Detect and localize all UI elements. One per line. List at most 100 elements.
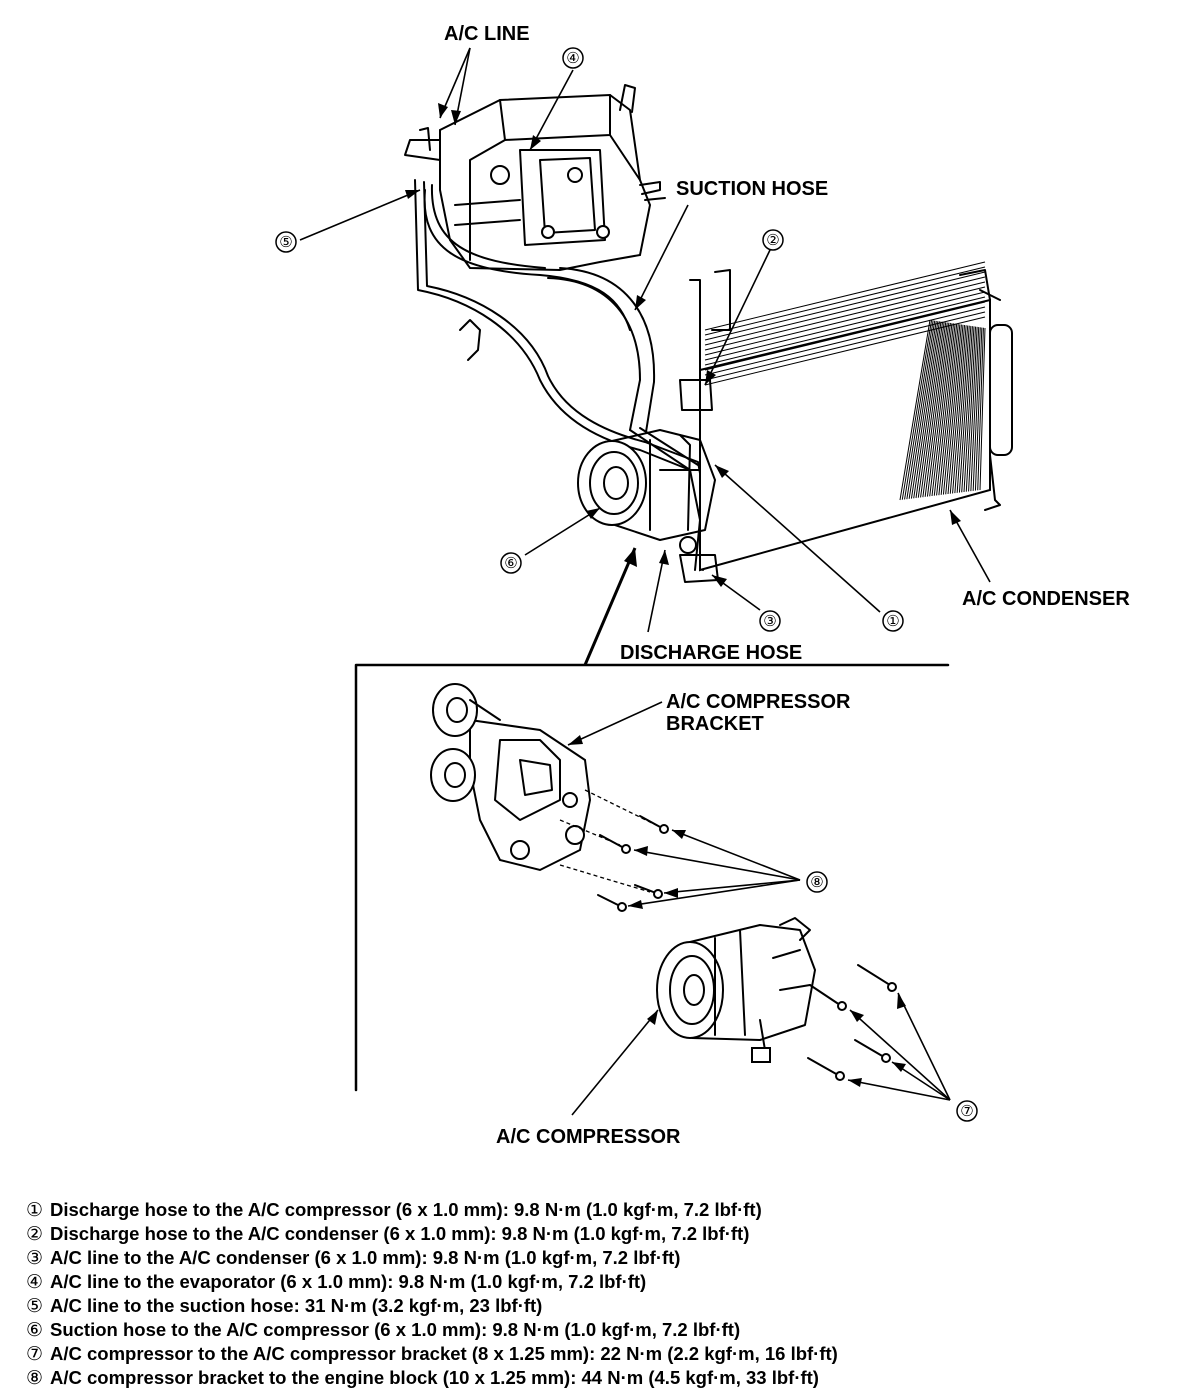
condenser-fin-line	[931, 323, 953, 497]
condenser-fin-line	[949, 324, 966, 494]
condenser-fin-line	[942, 324, 961, 495]
legend-marker: ⑤	[26, 1295, 44, 1317]
svg-text:⑤: ⑤	[279, 233, 292, 251]
ac-compressor-label: A/C COMPRESSOR	[496, 1126, 681, 1148]
condenser-fin-line	[910, 321, 939, 499]
legend-item: ② Discharge hose to the A/C condenser (6 …	[26, 1222, 1166, 1246]
condenser-fin-line	[972, 327, 981, 491]
condenser-tube-line	[704, 301, 986, 371]
condenser-fin-line	[938, 323, 958, 496]
condenser-fin-line	[947, 324, 964, 495]
legend-item: ⑤ A/C line to the suction hose: 31 N·m (3…	[26, 1294, 1166, 1318]
condenser-fin-line	[963, 326, 975, 493]
condenser-fin-line	[926, 322, 950, 497]
condenser-tube-line	[704, 291, 986, 361]
compressor-bracket-drawing	[430, 683, 592, 872]
ac-system-diagram: A/C LINE SUCTION HOSE A/C CONDENSER DISC…	[275, 23, 1130, 1148]
compressor-bracket-label-line1: A/C COMPRESSOR	[666, 691, 851, 713]
condenser-fin-line	[956, 325, 970, 493]
condenser-fin-line	[974, 327, 983, 491]
condenser-fin-line	[924, 322, 948, 497]
condenser-tube-line	[704, 286, 986, 356]
condenser-fin-line	[913, 321, 940, 499]
callout-7: ⑦	[956, 1100, 978, 1122]
condenser-fin-line	[970, 327, 980, 492]
compressor-bolts	[807, 964, 897, 1081]
condenser-tube-line	[704, 316, 986, 386]
suction-hose-label: SUCTION HOSE	[676, 178, 828, 200]
compressor-installed-drawing	[577, 427, 716, 554]
svg-text:②: ②	[766, 231, 779, 249]
condenser-fin-line	[933, 323, 955, 496]
legend-text: A/C line to the evaporator (6 x 1.0 mm):…	[50, 1271, 647, 1292]
legend-text: A/C line to the A/C condenser (6 x 1.0 m…	[50, 1247, 681, 1268]
legend-item: ⑥ Suction hose to the A/C compressor (6 x…	[26, 1318, 1166, 1342]
condenser-tube-line	[704, 276, 986, 346]
condenser-fin-line	[952, 325, 967, 494]
compressor-bracket-label-line2: BRACKET	[666, 713, 764, 735]
callout-8: ⑧	[806, 871, 828, 893]
arrowheads	[405, 103, 961, 1087]
svg-text:①: ①	[886, 612, 899, 630]
condenser-fin-line	[904, 320, 934, 500]
condenser-fin-line	[920, 321, 945, 498]
condenser-fin-line	[979, 327, 986, 491]
condenser-fin-line	[968, 326, 978, 492]
evaporator-unit-drawing	[404, 84, 666, 361]
legend-marker: ①	[26, 1199, 44, 1221]
legend-item: ③ A/C line to the A/C condenser (6 x 1.0 …	[26, 1246, 1166, 1270]
inset-frame	[354, 663, 950, 1092]
callout-5: ⑤	[275, 231, 297, 253]
callout-4: ④	[562, 47, 584, 69]
svg-text:⑥: ⑥	[504, 554, 517, 572]
svg-text:④: ④	[566, 49, 579, 67]
callout-3: ③	[759, 610, 781, 632]
legend-text: A/C compressor bracket to the engine blo…	[50, 1367, 819, 1388]
condenser-fin-line	[917, 321, 944, 498]
legend-marker: ②	[26, 1223, 44, 1245]
condenser-drawing	[679, 261, 1013, 583]
condenser-fin-line	[958, 325, 972, 493]
legend-text: A/C compressor to the A/C compressor bra…	[50, 1343, 838, 1364]
condenser-fin-line	[936, 323, 956, 496]
condenser-fin-line	[965, 326, 977, 492]
legend-marker: ⑦	[26, 1343, 44, 1365]
callout-2: ②	[762, 229, 784, 251]
callout-1: ①	[882, 610, 904, 632]
svg-text:⑦: ⑦	[960, 1102, 973, 1120]
condenser-fin-line	[908, 320, 937, 499]
legend-marker: ⑧	[26, 1367, 44, 1389]
condenser-fin-line	[901, 320, 933, 500]
torque-specification-list: ① Discharge hose to the A/C compressor (6…	[26, 1198, 1166, 1390]
legend-text: Discharge hose to the A/C condenser (6 x…	[50, 1223, 750, 1244]
legend-text: A/C line to the suction hose: 31 N·m (3.…	[50, 1295, 543, 1316]
legend-text: Suction hose to the A/C compressor (6 x …	[50, 1319, 741, 1340]
condenser-fin-line	[929, 322, 951, 497]
svg-text:⑧: ⑧	[810, 873, 823, 891]
legend-marker: ⑥	[26, 1319, 44, 1341]
bracket-bolts	[559, 789, 669, 912]
condenser-tube-line	[704, 271, 986, 341]
ac-condenser-label: A/C CONDENSER	[962, 588, 1130, 610]
condenser-tube-line	[704, 266, 986, 336]
condenser-fin-line	[961, 326, 973, 493]
condenser-fin-line	[954, 325, 969, 494]
legend-item: ⑧ A/C compressor bracket to the engine bl…	[26, 1366, 1166, 1390]
condenser-tube-line	[704, 311, 986, 381]
condenser-tube-line	[704, 306, 986, 376]
condenser-fin-line	[899, 319, 931, 501]
condenser-fin-line	[940, 324, 959, 495]
legend-item: ⑦ A/C compressor to the A/C compressor br…	[26, 1342, 1166, 1366]
callout-6: ⑥	[500, 552, 522, 574]
condenser-tube-line	[704, 296, 986, 366]
suction-hose-drawing	[547, 267, 656, 433]
legend-marker: ③	[26, 1247, 44, 1269]
ac-line-label: A/C LINE	[444, 23, 530, 45]
condenser-fin-line	[977, 327, 984, 491]
condenser-tube-line	[704, 261, 986, 331]
legend-text: Discharge hose to the A/C compressor (6 …	[50, 1199, 762, 1220]
condenser-fin-line	[915, 321, 942, 499]
condenser-tube-line	[704, 281, 986, 351]
discharge-hose-label: DISCHARGE HOSE	[620, 642, 802, 664]
